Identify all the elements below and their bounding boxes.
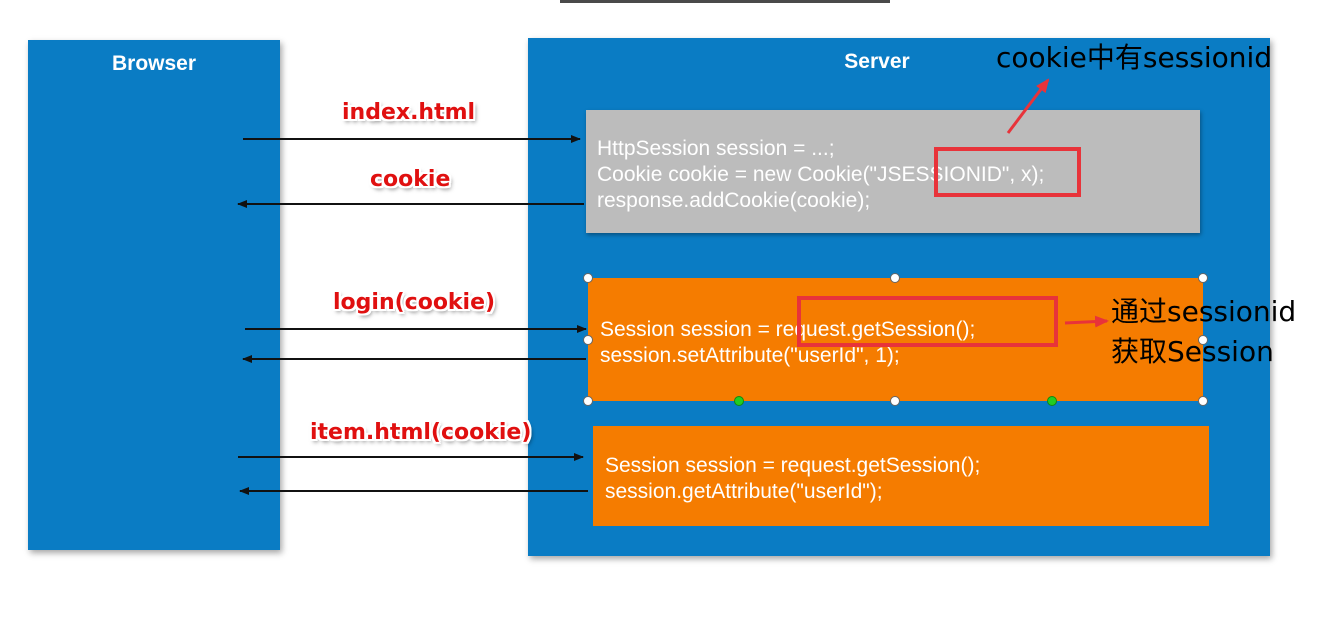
server-title: Server bbox=[844, 50, 910, 73]
selection-handle[interactable] bbox=[1047, 396, 1057, 406]
selection-handle[interactable] bbox=[1198, 273, 1208, 283]
selection-handle[interactable] bbox=[583, 396, 593, 406]
selection-handle[interactable] bbox=[583, 335, 593, 345]
jsessionid-highlight bbox=[934, 147, 1081, 197]
browser-panel: Browser bbox=[28, 40, 280, 550]
selection-handle[interactable] bbox=[890, 396, 900, 406]
message-label: index.html bbox=[342, 100, 476, 125]
message-label: cookie bbox=[370, 167, 451, 192]
cookie-note-pointer bbox=[1006, 78, 1050, 134]
session-note-pointer bbox=[1064, 315, 1109, 328]
session-create-code-box: HttpSession session = ...; Cookie cookie… bbox=[586, 110, 1200, 233]
selection-handle[interactable] bbox=[890, 273, 900, 283]
code-line: Session session = request.getSession(); bbox=[600, 318, 976, 341]
selection-handle[interactable] bbox=[734, 396, 744, 406]
message-label: item.html(cookie) bbox=[310, 420, 532, 445]
item-code-box: Session session = request.getSession(); … bbox=[593, 426, 1209, 526]
code-line: HttpSession session = ...; bbox=[597, 137, 835, 160]
code-line: Cookie cookie = new Cookie("JSESSIONID",… bbox=[597, 163, 1045, 186]
code-line: session.getAttribute("userId"); bbox=[605, 480, 883, 503]
cookie-sessionid-note: cookie中有sessionid bbox=[996, 41, 1273, 74]
message-label: login(cookie) bbox=[333, 290, 496, 315]
selection-handle[interactable] bbox=[583, 273, 593, 283]
getsession-highlight bbox=[797, 296, 1058, 347]
selection-handle[interactable] bbox=[1198, 335, 1208, 345]
top-divider bbox=[560, 0, 890, 3]
code-line: Session session = request.getSession(); bbox=[605, 454, 981, 477]
browser-title: Browser bbox=[111, 52, 197, 75]
getsession-note-line2: 获取Session bbox=[1111, 335, 1274, 368]
code-line: response.addCookie(cookie); bbox=[597, 189, 871, 212]
getsession-note-line1: 通过sessionid bbox=[1111, 295, 1297, 328]
code-line: session.setAttribute("userId", 1); bbox=[600, 344, 900, 367]
selection-handle[interactable] bbox=[1198, 396, 1208, 406]
